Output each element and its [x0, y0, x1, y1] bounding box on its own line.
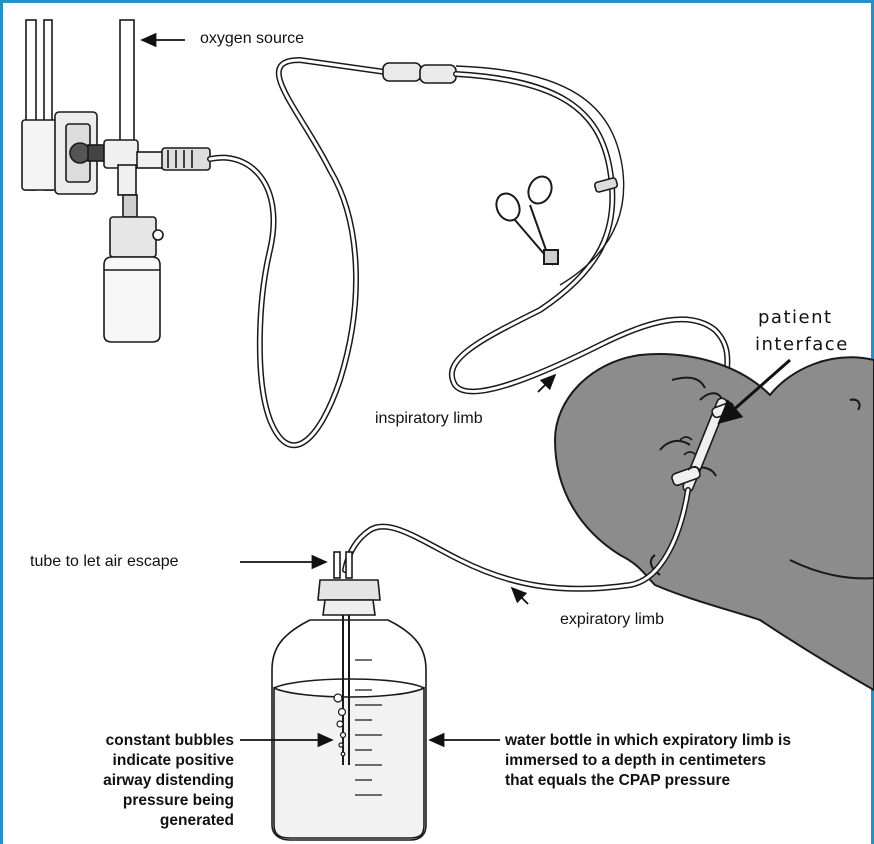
bubbles-label-line2: indicate positive [30, 751, 234, 771]
oxygen-source-label: oxygen source [200, 29, 304, 49]
humidifier-jar [104, 217, 163, 342]
expiratory-limb-label: expiratory limb [560, 610, 664, 630]
bubbles-label-line1: constant bubbles [30, 731, 234, 751]
bubbles-label-line3: airway distending [30, 771, 234, 791]
tube-air-escape-label: tube to let air escape [30, 552, 179, 572]
inspiratory-limb-label: inspiratory limb [375, 409, 483, 429]
bubbles-label-line5: generated [30, 811, 234, 831]
water-bottle-label-line2: immersed to a depth in centimeters [505, 751, 766, 771]
oxygen-tubing [210, 60, 385, 445]
infant-figure [555, 354, 874, 690]
patient-interface-label-line2: interface [755, 333, 849, 357]
oxygen-source-flowmeter [104, 20, 210, 217]
wall-mount [22, 20, 104, 194]
bubbles-label-line4: pressure being [30, 791, 234, 811]
water-bottle-label-line1: water bottle in which expiratory limb is [505, 731, 791, 751]
water-bottle-label-line3: that equals the CPAP pressure [505, 771, 730, 791]
water-bottle [272, 552, 426, 840]
tubing-connector [383, 63, 456, 83]
patient-interface-label-line1: patient [758, 306, 833, 330]
forceps-icon [492, 173, 558, 265]
